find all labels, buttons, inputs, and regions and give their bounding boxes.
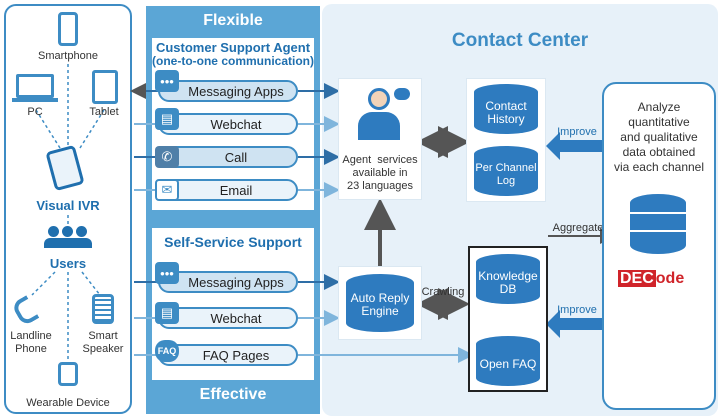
per-channel-log-cylinder (474, 146, 538, 196)
auto-reply-label: Auto Reply Engine (350, 291, 410, 318)
effective-label: Effective (199, 386, 267, 403)
device-connectors (31, 64, 105, 360)
crawling-label: Crawling (421, 286, 465, 298)
open-faq-cylinder (476, 336, 540, 386)
agent-section-subtitle: (one-to-one communication) (152, 54, 314, 68)
chat-bubble-icon (394, 88, 410, 100)
pc-icon (16, 74, 54, 98)
webchat-icon: ▤ (155, 302, 179, 324)
contact-history-cylinder (474, 84, 538, 134)
smart-speaker-icon (92, 294, 114, 324)
messaging-icon: ••• (155, 70, 179, 92)
agent-icon (356, 88, 402, 142)
knowledge-db-cylinder (476, 254, 540, 304)
analysis-description: Analyze quantitative and qualitative dat… (613, 100, 705, 174)
auto-reply-cylinder (346, 274, 414, 332)
smart-speaker-label: Smart Speaker (82, 330, 124, 355)
per-channel-log-label: Per Channel Log (475, 162, 537, 187)
users-icon (44, 226, 92, 248)
smartphone-icon (58, 12, 78, 46)
improve-arrow-top (546, 132, 604, 160)
agent-messaging-apps-pill: Messaging Apps (158, 80, 298, 102)
email-icon: ✉ (155, 179, 179, 201)
database-icon (630, 194, 686, 254)
users-label: Users (49, 256, 87, 271)
wearable-device-label: Wearable Device (26, 397, 110, 409)
agent-section-title: Customer Support Agent (155, 40, 311, 55)
wearable-device-icon (58, 362, 78, 386)
knowledge-db-label: Knowledge DB (478, 269, 538, 296)
visual-ivr-label: Visual IVR (36, 198, 100, 213)
self-messaging-apps-pill: Messaging Apps (158, 271, 298, 293)
improve-arrow-bottom (546, 310, 604, 338)
agent-email-pill: Email (158, 179, 298, 201)
self-service-section-title: Self-Service Support (164, 234, 302, 250)
agent-call-pill: Call (158, 146, 298, 168)
contact-center-title: Contact Center (451, 30, 589, 51)
faq-icon: FAQ (155, 340, 179, 362)
self-webchat-pill: Webchat (158, 307, 298, 329)
open-faq-label: Open FAQ (479, 357, 537, 371)
landline-phone-label: Landline Phone (10, 330, 52, 355)
self-faq-pages-pill: FAQ Pages (158, 344, 298, 366)
pc-label: PC (27, 106, 43, 118)
improve-label-bottom: Improve (557, 304, 597, 316)
aggregate-label: Aggregate (552, 222, 604, 234)
smartphone-label: Smartphone (38, 50, 98, 62)
flexible-label: Flexible (203, 12, 263, 29)
webchat-icon: ▤ (155, 108, 179, 130)
tablet-icon (92, 70, 118, 104)
messaging-icon: ••• (155, 262, 179, 284)
contact-history-label: Contact History (485, 99, 527, 126)
improve-label-top: Improve (557, 126, 597, 138)
tablet-label: Tablet (89, 106, 119, 118)
agent-services-label: Agent services available in 23 languages (342, 154, 418, 192)
call-icon: ✆ (155, 146, 179, 168)
agent-webchat-pill: Webchat (158, 113, 298, 135)
